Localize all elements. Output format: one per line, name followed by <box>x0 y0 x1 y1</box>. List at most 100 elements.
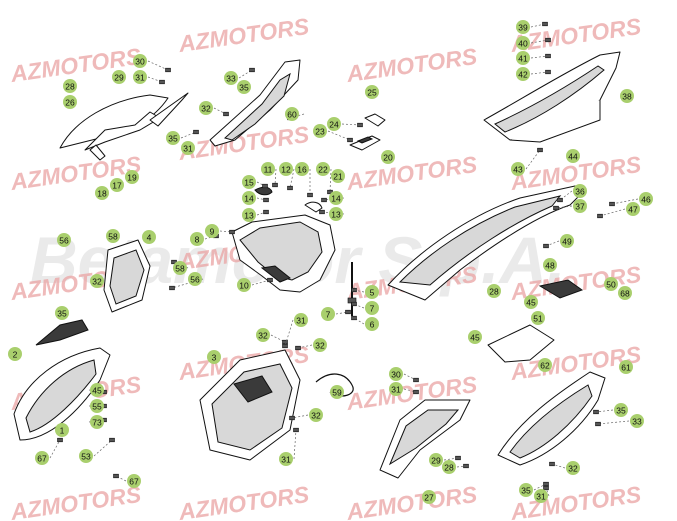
fastener <box>165 67 171 73</box>
callout-badge <box>295 162 309 176</box>
callout-badge <box>560 234 574 248</box>
callout-number: 11 <box>264 165 273 175</box>
callout-badge <box>618 286 632 300</box>
part-callout-39: 39 <box>516 20 530 34</box>
callout-number: 13 <box>244 211 254 221</box>
fastener <box>293 427 299 433</box>
rear-mudflap-bracket <box>487 324 555 363</box>
part-callout-7: 7 <box>365 301 379 315</box>
part-callout-73: 73 <box>90 415 104 429</box>
callout-number: 21 <box>333 172 343 182</box>
watermark-brand: AZMOTORS <box>176 13 311 57</box>
part-callout-35: 35 <box>519 483 533 497</box>
part-callout-62: 62 <box>538 358 552 372</box>
callout-number: 61 <box>621 363 631 373</box>
callout-number: 58 <box>108 232 118 242</box>
left-number-plate <box>209 59 301 147</box>
leader-line <box>251 279 271 286</box>
part-callout-58: 58 <box>173 261 187 275</box>
part-callout-67: 67 <box>35 451 49 465</box>
fastener <box>543 481 549 487</box>
part-callout-10: 10 <box>237 278 251 292</box>
fastener <box>287 185 293 191</box>
callout-badge <box>487 284 501 298</box>
part-callout-56: 56 <box>57 233 71 247</box>
callout-badge <box>365 85 379 99</box>
callout-number: 17 <box>112 181 122 191</box>
callout-number: 15 <box>244 178 254 188</box>
fastener <box>289 415 295 421</box>
fastener <box>455 455 461 461</box>
callout-number: 7 <box>370 304 375 314</box>
callout-badge <box>313 124 327 138</box>
callout-badge <box>237 278 251 292</box>
callout-badge <box>8 347 22 361</box>
leader-line <box>49 439 61 459</box>
callout-number: 23 <box>315 127 325 137</box>
callout-badge <box>516 67 530 81</box>
part-callout-45: 45 <box>90 383 104 397</box>
leader-line <box>293 429 297 460</box>
part-callout-31: 31 <box>534 489 548 503</box>
callout-badge <box>519 483 533 497</box>
leader-line <box>597 420 630 425</box>
leader-line <box>256 197 267 201</box>
callout-badge <box>125 170 139 184</box>
fastener <box>463 463 469 469</box>
front-fender-face <box>25 359 97 433</box>
fastener <box>549 461 555 467</box>
callout-number: 38 <box>622 92 632 102</box>
part-callout-56: 56 <box>188 272 202 286</box>
part-callout-40: 40 <box>516 36 530 50</box>
callout-number: 35 <box>168 134 178 144</box>
callout-number: 25 <box>367 88 377 98</box>
part-callout-37: 37 <box>573 199 587 213</box>
callout-number: 13 <box>331 210 341 220</box>
callout-badge <box>199 101 213 115</box>
rear-light <box>538 279 584 299</box>
part-callout-11: 11 <box>261 162 275 176</box>
callout-number: 51 <box>533 314 543 324</box>
callout-number: 60 <box>287 110 297 120</box>
fastener <box>109 437 115 443</box>
callout-badge <box>279 162 293 176</box>
callout-number: 33 <box>226 74 236 84</box>
watermark-brand: AZMOTORS <box>8 481 143 521</box>
part-callout-14: 14 <box>242 191 256 205</box>
fuel-tank-base <box>260 265 291 283</box>
leader-line <box>530 71 549 75</box>
part-callout-31: 31 <box>279 452 293 466</box>
callout-number: 28 <box>65 82 75 92</box>
part-callout-2: 2 <box>8 347 22 361</box>
fastener <box>597 213 603 219</box>
fastener <box>282 343 288 349</box>
callout-badge <box>511 162 525 176</box>
callout-number: 36 <box>575 187 585 197</box>
bracket-clip <box>364 113 386 127</box>
fuel-cap <box>254 186 273 196</box>
callout-number: 24 <box>329 120 339 130</box>
part-callout-9: 9 <box>205 224 219 238</box>
part-callout-24: 24 <box>327 117 341 131</box>
part-callout-45: 45 <box>524 295 538 309</box>
callout-badge <box>327 117 341 131</box>
fastener <box>545 37 551 43</box>
part-callout-29: 29 <box>112 70 126 84</box>
callout-badge <box>442 460 456 474</box>
part-callout-28: 28 <box>442 460 456 474</box>
part-callout-38: 38 <box>620 89 634 103</box>
callout-number: 8 <box>195 235 200 245</box>
part-callout-32: 32 <box>256 328 270 342</box>
fastener <box>249 67 255 73</box>
callout-number: 26 <box>65 98 75 108</box>
callout-badge <box>468 330 482 344</box>
callout-number: 43 <box>513 165 523 175</box>
callout-number: 31 <box>536 492 546 502</box>
part-callout-12: 12 <box>279 162 293 176</box>
fastener <box>57 437 63 443</box>
callout-badge <box>538 358 552 372</box>
callout-badge <box>205 224 219 238</box>
callout-badge <box>90 383 104 397</box>
leader-line <box>611 198 639 205</box>
